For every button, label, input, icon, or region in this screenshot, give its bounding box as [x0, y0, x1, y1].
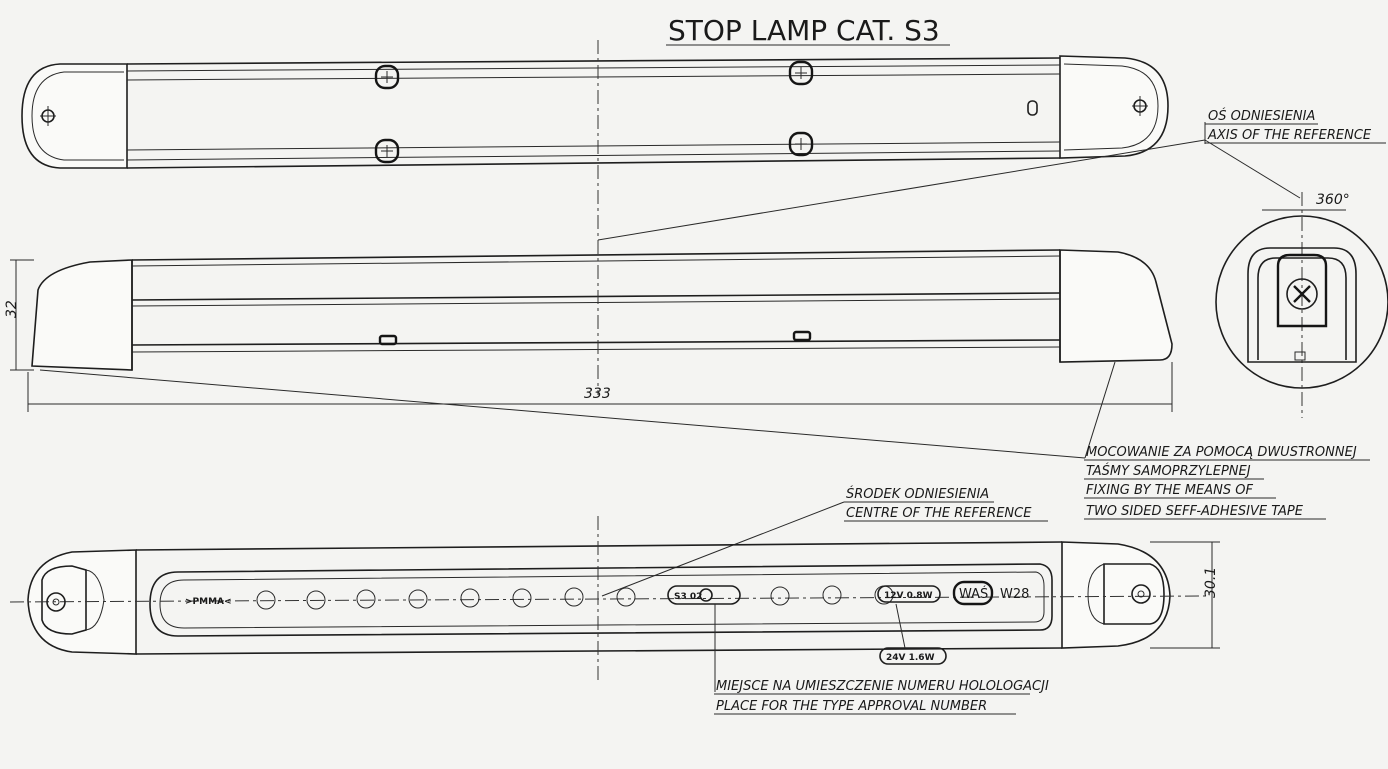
led-array — [256, 585, 894, 610]
note-centre-pl: ŚRODEK ODNIESIENIA — [846, 486, 989, 502]
note-fixing-pl-2: TAŚMY SAMOPRZYLEPNEJ — [1086, 463, 1251, 479]
dimension-length: 333 — [584, 386, 611, 402]
note-centre-en: CENTRE OF THE REFERENCE — [846, 506, 1032, 521]
model-marking: W28 — [1000, 587, 1029, 602]
clip-icon — [374, 60, 814, 164]
approval-marking: S3 02 — [674, 592, 702, 602]
dimension-rotation: 360° — [1316, 192, 1350, 208]
side-view: 32 333 — [4, 240, 1173, 412]
drawing-title: STOP LAMP CAT. S3 — [668, 14, 940, 47]
note-axis-reference-pl: OŚ ODNIESIENIA — [1208, 108, 1315, 124]
dimension-height: 32 — [4, 300, 20, 318]
note-fixing-pl-1: MOCOWANIE ZA POMOCĄ DWUSTRONNEJ — [1086, 445, 1357, 460]
rating-24v: 24V 1.6W — [886, 653, 935, 663]
front-view: >PMMA< S3 02 12V 0.8W WAŚ W28 24V 1.6W 3… — [9, 516, 1220, 680]
note-fixing-en-1: FIXING BY THE MEANS OF — [1086, 483, 1253, 498]
detail-circle: 360° — [1215, 192, 1388, 418]
note-fixing-en-2: TWO SIDED SEFF-ADHESIVE TAPE — [1086, 504, 1304, 519]
note-axis-reference-en: AXIS OF THE REFERENCE — [1207, 128, 1372, 143]
dimension-width: 30.1 — [1203, 567, 1219, 598]
mount-hole-icon — [46, 592, 66, 612]
rating-12v: 12V 0.8W — [884, 591, 933, 601]
brand-marking: WAŚ — [959, 586, 988, 602]
note-approval-pl: MIEJSCE NA UMIESZCZENIE NUMERU HOLOLOGAC… — [716, 679, 1049, 694]
note-approval-en: PLACE FOR THE TYPE APPROVAL NUMBER — [716, 699, 987, 714]
screw-icon — [1286, 278, 1318, 310]
mount-hole-icon — [40, 106, 56, 126]
mount-hole-icon — [1131, 584, 1151, 604]
top-view — [21, 40, 1169, 240]
mount-hole-icon — [1132, 96, 1148, 116]
material-marking: >PMMA< — [185, 597, 232, 607]
